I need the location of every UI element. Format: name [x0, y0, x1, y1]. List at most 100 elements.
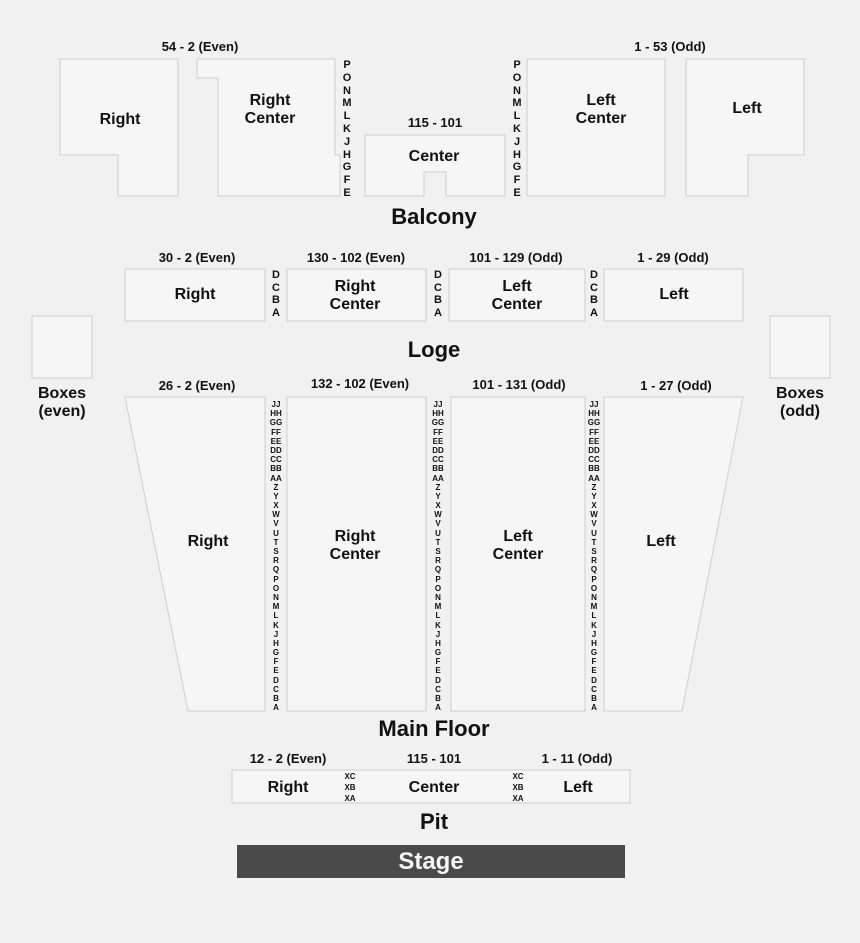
balcony-title: Balcony — [391, 204, 477, 229]
boxes-odd-label[interactable]: Boxes (odd) — [775, 385, 825, 420]
row-letter: B — [590, 294, 598, 306]
row-letter: C — [590, 281, 598, 294]
row-letter: K — [273, 620, 279, 630]
row-letter: EE — [270, 436, 282, 446]
balcony-center-range: 115 - 101 — [407, 115, 463, 130]
row-letter: CC — [432, 455, 444, 465]
row-letter: JJ — [433, 400, 443, 409]
main-floor-title: Main Floor — [378, 716, 490, 741]
pit-title: Pit — [419, 809, 449, 834]
main-floor-aisle-rows-3: JJ HH GG FF EE DD CC BB AA Z Y X W V U T… — [584, 400, 604, 712]
pit-left-label[interactable]: Left — [563, 779, 593, 796]
loge-right-center-range: 130 - 102 (Even) — [306, 250, 406, 265]
balcony-right-center-section — [196, 58, 341, 197]
boxes-even-label[interactable]: Boxes (even) — [37, 385, 87, 420]
row-letter: S — [591, 547, 597, 556]
row-letter: B — [273, 694, 279, 703]
row-letter: O — [590, 583, 598, 593]
row-letter: P — [273, 574, 279, 584]
pit-center-label[interactable]: Center — [408, 779, 460, 796]
balcony-left-center-section — [526, 58, 666, 197]
row-letter: A — [272, 306, 280, 319]
row-letter: XB — [344, 783, 356, 792]
loge-right-label[interactable]: Right — [174, 286, 216, 303]
main-floor-right-center-section — [286, 396, 427, 712]
row-letter: E — [591, 666, 597, 676]
main-floor-right-center-label[interactable]: Right Center — [329, 528, 381, 563]
row-letter: A — [434, 306, 442, 319]
loge-right-center-label[interactable]: Right Center — [329, 278, 381, 313]
boxes-even-section — [31, 315, 93, 379]
balcony-right-range: 54 - 2 (Even) — [161, 39, 239, 54]
row-letter: P — [591, 574, 597, 584]
balcony-left-range: 1 - 53 (Odd) — [634, 39, 706, 54]
loge-left-center-section — [448, 268, 586, 322]
loge-left-label[interactable]: Left — [659, 286, 689, 303]
row-letter: DD — [588, 445, 600, 455]
row-letter: FF — [271, 427, 281, 437]
row-letter: J — [513, 135, 521, 148]
row-letter: EE — [432, 436, 444, 446]
balcony-right-label[interactable]: Right — [99, 111, 141, 128]
row-letter: C — [591, 684, 597, 694]
main-floor-right-label[interactable]: Right — [187, 533, 229, 550]
row-letter: K — [343, 122, 351, 135]
row-letter: GG — [269, 418, 283, 428]
row-letter: X — [435, 501, 441, 511]
row-letter: G — [272, 648, 280, 658]
row-letter: DD — [270, 445, 282, 455]
row-letter: Q — [590, 565, 598, 575]
row-letter: H — [273, 638, 279, 648]
row-letter: H — [513, 148, 521, 161]
row-letter: E — [435, 666, 441, 676]
row-letter: Z — [435, 482, 441, 492]
balcony-left-center-label[interactable]: Left Center — [575, 92, 627, 127]
row-letter: E — [513, 186, 521, 199]
main-floor-left-center-label[interactable]: Left Center — [492, 528, 544, 563]
row-letter: T — [273, 537, 279, 547]
row-letter: A — [435, 703, 441, 713]
row-letter: E — [273, 666, 279, 676]
row-letter: Q — [434, 565, 442, 575]
row-letter: D — [272, 269, 280, 281]
row-letter: K — [513, 122, 521, 135]
row-letter: BB — [270, 464, 282, 474]
row-letter: P — [513, 59, 521, 71]
row-letter: W — [590, 510, 598, 520]
loge-title: Loge — [407, 337, 461, 362]
row-letter: T — [435, 537, 441, 547]
row-letter: N — [435, 592, 441, 602]
row-letter: J — [435, 629, 441, 639]
stage: Stage — [237, 845, 625, 878]
row-letter: J — [591, 629, 597, 639]
loge-aisle-rows-2: D C B A — [429, 269, 447, 319]
row-letter: AA — [270, 473, 282, 483]
row-letter: D — [590, 269, 598, 281]
row-letter: HH — [270, 409, 282, 419]
balcony-right-center-label[interactable]: Right Center — [244, 92, 296, 127]
main-floor-left-label[interactable]: Left — [646, 533, 676, 550]
pit-right-label[interactable]: Right — [267, 779, 309, 796]
row-letter: O — [272, 583, 280, 593]
row-letter: G — [342, 161, 352, 174]
loge-left-center-label[interactable]: Left Center — [491, 278, 543, 313]
row-letter: B — [435, 694, 441, 703]
row-letter: M — [434, 602, 442, 612]
main-floor-left-range: 1 - 27 (Odd) — [640, 378, 712, 393]
row-letter: XC — [344, 772, 356, 781]
row-letter: AA — [432, 473, 444, 483]
row-letter: V — [273, 519, 279, 529]
row-letter: X — [591, 501, 597, 511]
row-letter: L — [591, 611, 597, 621]
row-letter: FF — [433, 427, 443, 437]
row-letter: J — [273, 629, 279, 639]
balcony-left-label[interactable]: Left — [732, 100, 762, 117]
row-letter: U — [591, 528, 597, 538]
loge-aisle-rows-3: D C B A — [585, 269, 603, 319]
pit-section — [231, 769, 631, 804]
row-letter: U — [435, 528, 441, 538]
row-letter: XA — [512, 794, 524, 803]
pit-center-range: 115 - 101 — [406, 751, 462, 766]
balcony-center-label[interactable]: Center — [408, 148, 460, 165]
